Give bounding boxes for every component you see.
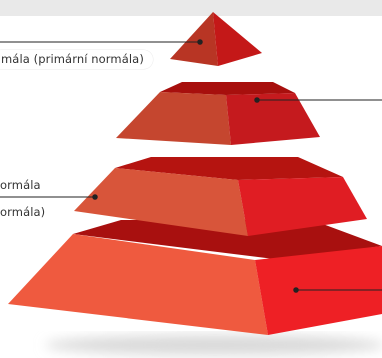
connector-dot-tier-2 [254,97,260,103]
tier-3-top-face [115,157,343,180]
pyramid-tier-4 [8,220,382,335]
tier-4-right-face [255,246,382,335]
pyramid-tier-3 [74,157,367,236]
tier-3-right-face [238,177,367,236]
tier-4-left-face [8,234,268,335]
top-strip [0,0,382,16]
tier-1-left-face [170,12,218,66]
ground-shadow [45,335,382,355]
label-tier-3-line-1: ormála [0,178,41,192]
pyramid-tier-1 [170,12,262,66]
connector-lines [0,39,382,293]
tier-3-left-face [74,168,248,236]
connector-dot-tier-4 [293,287,299,293]
tier-1-right-face [213,12,262,66]
connector-dot-tier-1 [197,39,203,45]
tier-2-left-face [116,92,231,145]
pyramid-tier-2 [116,82,320,145]
label-tier-1: mála (primární normála) [0,50,153,69]
tier-4-top-face [73,220,382,260]
tier-2-right-face [226,93,320,145]
label-tier-3-line-2: ormála) [0,205,46,219]
tier-2-top-face [160,82,295,95]
connector-dot-tier-3 [92,194,98,200]
